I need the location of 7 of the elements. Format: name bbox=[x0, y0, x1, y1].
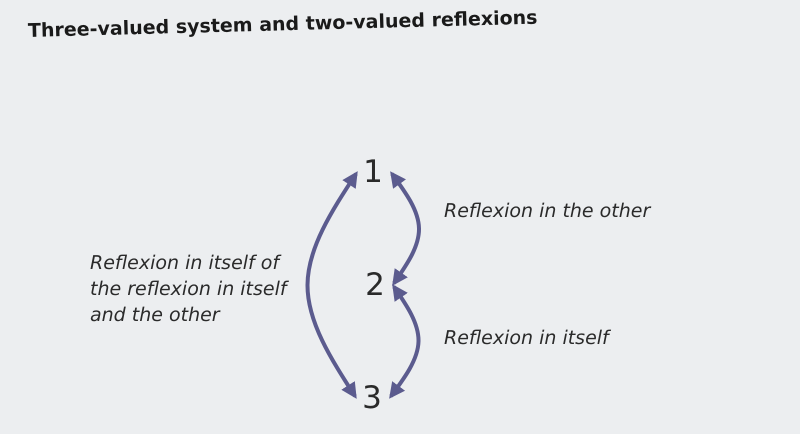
number-label: 3 bbox=[359, 380, 385, 416]
number-label: 2 bbox=[362, 267, 388, 303]
curved-arrow bbox=[389, 284, 420, 399]
title: Three-valued system and two-valued reflexions bbox=[28, 6, 538, 42]
curved-arrow bbox=[390, 171, 421, 286]
curved-arrow bbox=[306, 171, 358, 399]
number-label: 1 bbox=[360, 154, 386, 190]
